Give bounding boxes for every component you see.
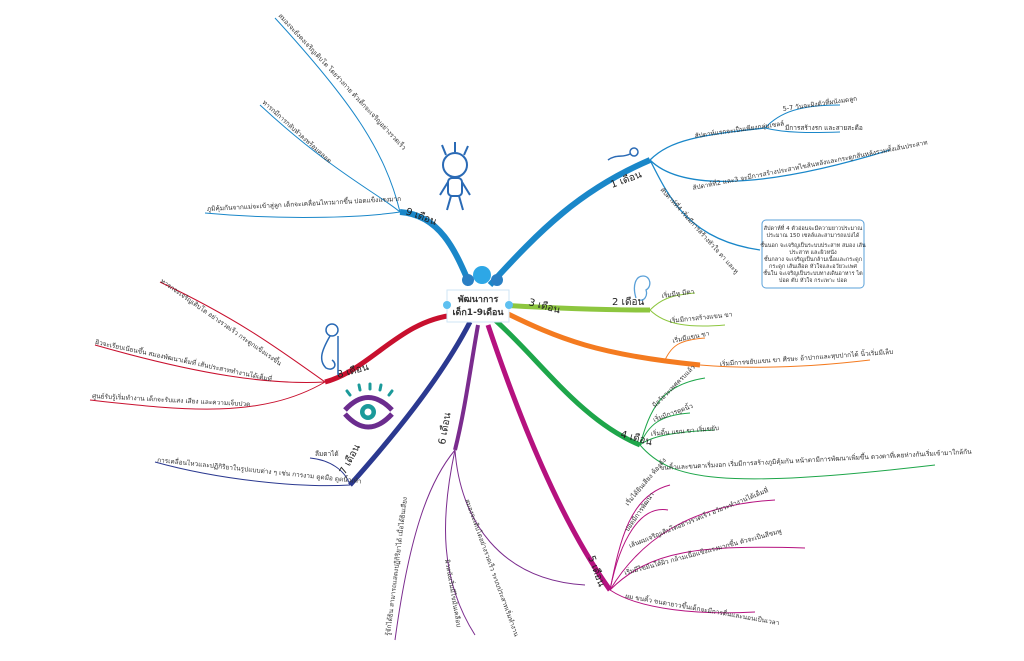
branch-label-8-months[interactable]: 8 เดือน: [336, 361, 370, 381]
pregnant-woman-icon: [320, 323, 339, 375]
note-line: ประสาท และผิวหนัง: [789, 249, 837, 256]
center-title-line2: เด็ก1-9เดือน: [452, 305, 504, 318]
branch-6-months[interactable]: [394, 324, 586, 641]
sperm-icon: [607, 147, 639, 161]
branch-8-months[interactable]: [89, 281, 456, 410]
leaf-6-1: สมองจะเติบโตอย่างรวดเร็ว ระบบประสาทเริ่ม…: [463, 498, 521, 638]
center-node[interactable]: พัฒนาการ เด็ก1-9เดือน: [443, 266, 513, 323]
ear-icon: [633, 275, 651, 301]
leaf-2-2: เริ่มมีการสร้างแขน ขา: [669, 309, 733, 325]
branch-5-months[interactable]: [485, 324, 806, 614]
leaf-1-1: สัปดาห์แรกจะเป็นเพียงกลุ่มเซลล์: [694, 119, 785, 140]
branch-9-months[interactable]: [204, 17, 473, 287]
eye-icon: [343, 382, 394, 430]
leaf-8-1: ทารกจะเจริญเติบโต อย่างรวดเร็ว กระดูกแข็…: [159, 276, 284, 367]
leaf-4-4: ขนคิ้วและขนตาเริ่มงอก เริ่มมีการสร้างภูม…: [660, 447, 973, 472]
branch-label-2-months[interactable]: 2 เดือน: [612, 296, 644, 308]
branch-label-5-months[interactable]: 5 เดือน: [585, 554, 607, 589]
leaf-6-3: รู้จักได้ยิน สามารถแสดงปฏิกิริยาได้ เมื่…: [383, 496, 409, 636]
center-title-line1: พัฒนาการ: [458, 294, 499, 305]
note-line: ชั้นกลาง จะเจริญเป็นกล้ามเนื้อและกระดูก: [764, 255, 862, 263]
baby-figure-icon: [439, 142, 471, 211]
leaf-4-3: เริ่มดิ้น แขน ขา เริ่มขยับ: [650, 423, 719, 438]
branch-4-months[interactable]: [493, 318, 936, 480]
leaf-3-2: เริ่มมีการขยับแขน ขา ศีรษะ อ้าปากและหุบป…: [720, 347, 894, 368]
branch-label-6-months[interactable]: 6 เดือน: [436, 411, 453, 445]
branch-2-months[interactable]: [499, 292, 726, 327]
leaf-5-5: ผม ขนคิ้ว ขนตายาวขึ้นเด็กจะมีการตื่นและน…: [625, 591, 781, 627]
branch-label-9-months[interactable]: 9 เดือน: [404, 206, 439, 228]
branch-7-months[interactable]: [154, 320, 473, 487]
branch-3-months[interactable]: [498, 307, 871, 368]
leaf-3-1: เริ่มมีแขน ขา: [672, 328, 711, 345]
leaf-6-2: ผิวหนังเริ่มมีไขมันเคลือบ: [443, 559, 464, 628]
leaf-2-1: เริ่มมีหู มีตา: [661, 286, 695, 300]
note-line: สัปดาห์ที่ 4 ตัวอ่อนจะมีความยาวประมาณ: [764, 224, 863, 232]
branch-1-month[interactable]: [487, 104, 891, 288]
leaf-8-3: ศูนย์รับรู้เริ่มทำงาน เด็กจะรับแสง เสียง…: [92, 391, 251, 408]
leaf-1-1a: 5-7 วันจะฝังตัวที่ผนังมดลูก: [782, 94, 858, 113]
leaf-9-2: ทารกมีการกลับหัวลงพร้อมคลอด: [261, 99, 333, 165]
note-line: ประมาณ 150 เซลล์และสามารถแบ่งได้: [767, 232, 860, 239]
branch-label-3-months[interactable]: 3 เดือน: [527, 296, 561, 316]
note-line: ปอด ตับ หัวใจ กระเพาะ ปอด: [779, 277, 848, 284]
note-line: ชั้นนอก จะเจริญเป็นระบบประสาท สมอง เส้น: [760, 241, 866, 249]
leaf-1-2: สัปดาห์ที่2 และ3 จะมีการสร้างประสาทไขสัน…: [692, 137, 929, 191]
note-box: สัปดาห์ที่ 4 ตัวอ่อนจะมีความยาวประมาณ ปร…: [760, 219, 866, 289]
leaf-7-1: ลืมตาได้: [315, 450, 339, 458]
leaf-1-3: สัปดาห์ที่4 เริ่มมีการสร้างหัวใจ ตา และห…: [659, 185, 741, 275]
note-line: กระดูก เส้นเลือด หัวใจและอวัยวะเพศ: [769, 263, 857, 270]
note-line: ชั้นใน จะเจริญเป็นระบบทางเดินอาหาร ไต: [763, 269, 863, 277]
leaf-9-3: ภูมิคุ้มกันจากแม่จะเข้าสู่ลูก เด็กจะเคลื…: [207, 194, 402, 213]
leaf-1-1b: มีการสร้างรก และสายสะดือ: [785, 124, 863, 132]
